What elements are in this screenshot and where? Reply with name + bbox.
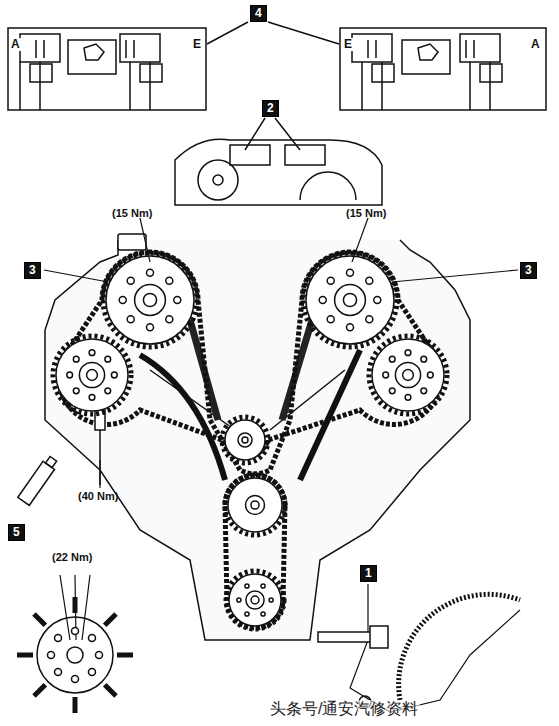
callout-number: 1 (360, 565, 377, 582)
callout-number: 2 (262, 100, 279, 117)
watermark: 头条号/通安汽修资料 (268, 700, 420, 718)
torque-value: (40 Nm) (78, 490, 118, 502)
torque-value: (22 Nm) (52, 551, 92, 563)
torque-value: (15 Nm) (346, 207, 386, 219)
callout-number: 4 (250, 5, 267, 22)
callout-number: 3 (24, 262, 41, 279)
torque-value: (15 Nm) (112, 207, 152, 219)
cam-mark-letter: E (343, 38, 353, 51)
cam-mark-letter: A (530, 38, 541, 51)
cam-mark-letter: A (10, 38, 21, 51)
callout-number: 5 (8, 524, 25, 541)
callout-number: 3 (520, 262, 537, 279)
cam-mark-letter: E (192, 38, 202, 51)
